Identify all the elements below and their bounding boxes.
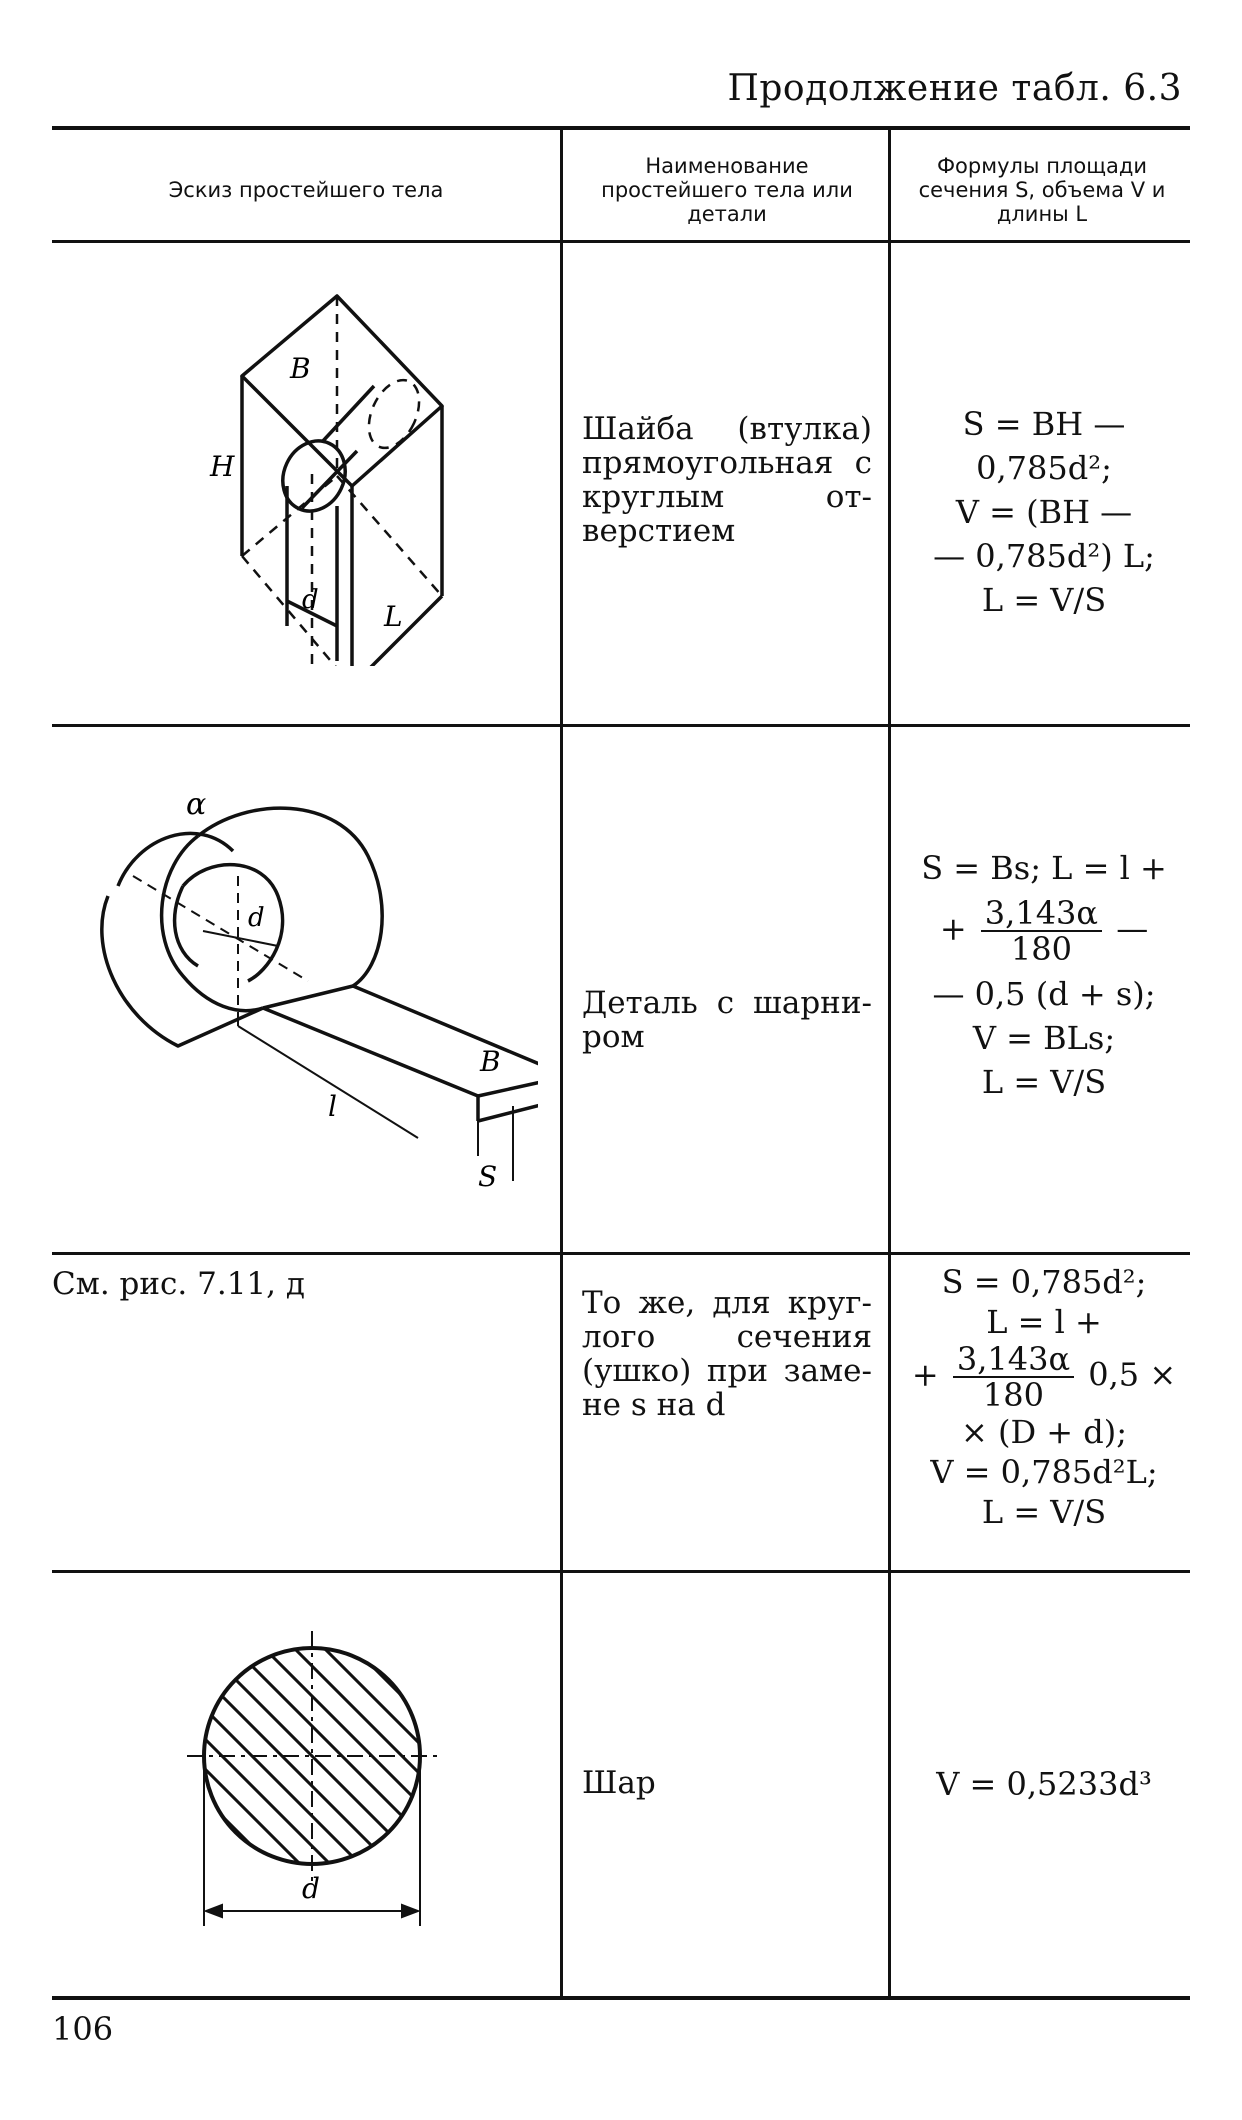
fraction: 3,143α 180: [952, 1342, 1075, 1412]
rule-top: [52, 126, 1190, 130]
formula-line: L = V/S: [981, 1063, 1107, 1101]
formula-sphere: V = 0,5233d³: [898, 1762, 1190, 1806]
formula-fraction-line: + 3,143α 180 —: [939, 894, 1149, 968]
label-d: d: [248, 903, 265, 933]
formula-line: V = (BH —: [955, 493, 1133, 531]
sketch-hinge-part: α d B l S: [88, 776, 538, 1216]
name-round-eye: То же, для круг­лого сечения (ушко) при …: [582, 1285, 872, 1423]
formula-line: L = V/S: [981, 1493, 1107, 1531]
header-name: Наименование простейшего тела или детали: [601, 154, 853, 226]
formula-round-eye: S = 0,785d²; L = l + + 3,143α 180 0,5 × …: [898, 1262, 1190, 1532]
sketch-rect-washer: B H d L: [162, 286, 482, 666]
formula-rect-washer: S = BH — 0,785d²; V = (BH — — 0,785d²) L…: [898, 402, 1190, 622]
formula-line: L = V/S: [981, 581, 1107, 619]
label-d: d: [302, 585, 319, 615]
page-number: 106: [52, 2010, 114, 2048]
formula-line: L = l +: [986, 1303, 1102, 1341]
label-h: H: [209, 450, 235, 483]
rule-row2: [52, 1252, 1190, 1255]
label-b: B: [289, 352, 311, 385]
formula-line: V = 0,785d²L;: [930, 1453, 1158, 1491]
col-divider-2: [888, 126, 891, 2000]
label-l: l: [328, 1090, 337, 1123]
sketch-reference: См. рис. 7.11, д: [52, 1266, 305, 1302]
rule-row3: [52, 1570, 1190, 1573]
label-alpha: α: [186, 787, 206, 822]
fraction: 3,143α 180: [980, 896, 1103, 966]
name-hinge-part: Деталь с шарни­ром: [582, 985, 872, 1055]
label-d: d: [302, 1872, 320, 1905]
rule-bottom: [52, 1996, 1190, 2000]
formula-hinge-part: S = Bs; L = l + + 3,143α 180 — — 0,5 (d …: [898, 846, 1190, 1104]
header-sketch: Эскиз простейшего тела: [168, 178, 444, 202]
formula-line: — 0,785d²) L;: [933, 537, 1155, 575]
formula-table: Эскиз простейшего тела Наименование прос…: [52, 126, 1190, 2002]
label-s: S: [478, 1160, 497, 1193]
formula-line: × (D + d);: [960, 1413, 1128, 1451]
name-rect-washer: Шайба (втулка) прямоугольная с круглым о…: [582, 411, 872, 549]
formula-line: S = BH — 0,785d²;: [962, 405, 1126, 487]
rule-header: [52, 240, 1190, 243]
name-sphere: Шар: [582, 1765, 656, 1801]
label-l: L: [383, 600, 403, 633]
formula-line: S = Bs; L = l +: [921, 849, 1167, 887]
header-formulas: Формулы площади сечения S, объема V и дл…: [918, 154, 1166, 226]
sketch-sphere: d: [162, 1606, 462, 1966]
formula-line: V = BLs;: [972, 1019, 1116, 1057]
formula-fraction-line: + 3,143α 180 0,5 ×: [911, 1340, 1177, 1414]
formula-line: — 0,5 (d + s);: [932, 975, 1156, 1013]
label-b: B: [479, 1045, 501, 1078]
formula-line: S = 0,785d²;: [941, 1263, 1147, 1301]
formula-line: V = 0,5233d³: [936, 1765, 1152, 1803]
rule-row1: [52, 724, 1190, 727]
table-caption: Продолжение табл. 6.3: [727, 68, 1182, 109]
col-divider-1: [560, 126, 563, 2000]
